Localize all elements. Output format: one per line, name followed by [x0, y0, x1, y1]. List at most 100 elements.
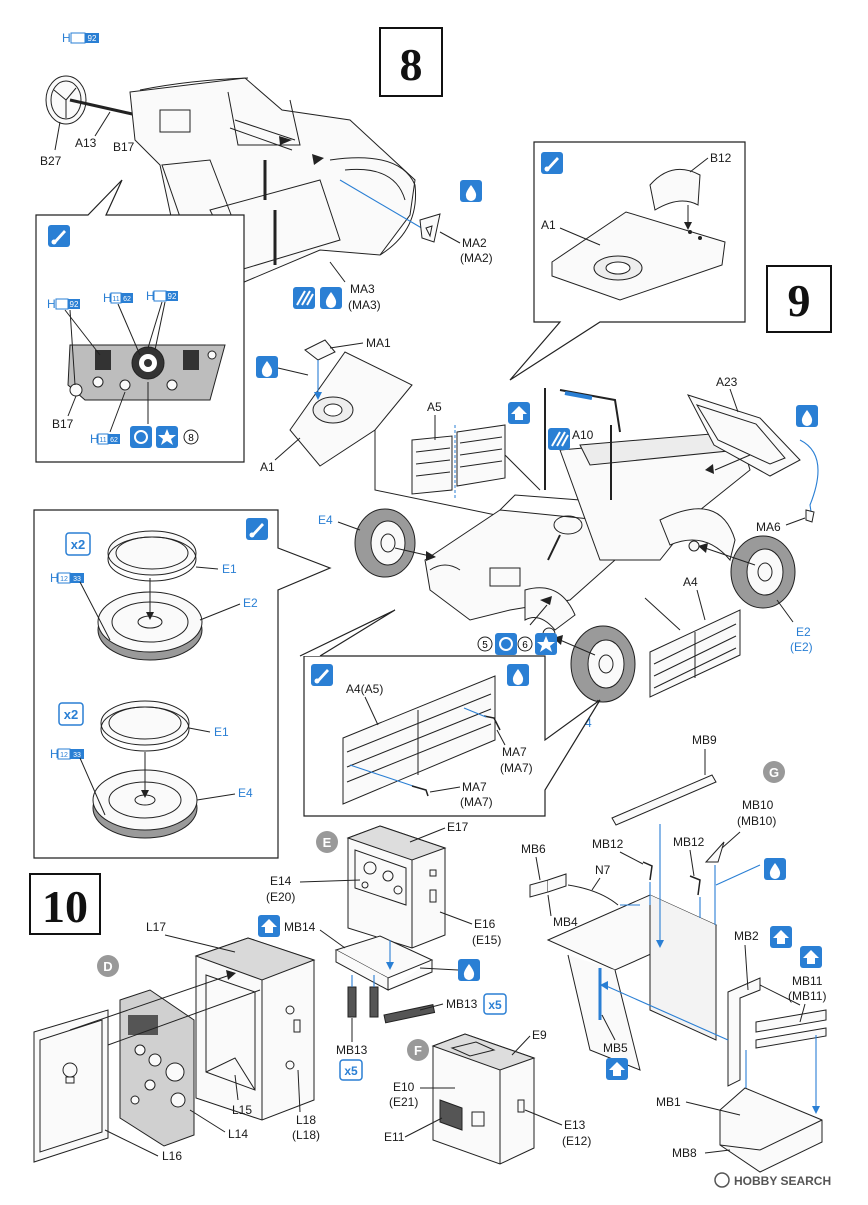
svg-text:62: 62	[110, 437, 118, 444]
label-mb6: MB6	[521, 842, 546, 856]
label-e16: E16	[474, 917, 496, 931]
label-a1-inset: A1	[541, 218, 556, 232]
paint-tag-h11-62-b: H 11 62	[90, 432, 120, 446]
watermark: HOBBY SEARCH	[714, 1172, 831, 1188]
svg-text:E: E	[323, 835, 332, 850]
svg-text:F: F	[414, 1043, 422, 1058]
wheel-front-right	[542, 625, 636, 703]
label-e1-a: E1	[222, 562, 237, 576]
label-e13: E13	[564, 1118, 586, 1132]
label-e11: E11	[384, 1130, 405, 1144]
svg-text:HOBBY SEARCH: HOBBY SEARCH	[734, 1174, 831, 1188]
svg-text:92: 92	[88, 34, 97, 43]
label-mb9: MB9	[692, 733, 717, 747]
label-mb8: MB8	[672, 1146, 697, 1160]
label-ma6: MA6	[756, 520, 781, 534]
step-8: 8 H 92 B27 A13 B17	[35, 27, 493, 463]
label-mb10: MB10	[742, 798, 774, 812]
label-ma3p: (MA3)	[348, 298, 381, 312]
label-e10: E10	[393, 1080, 415, 1094]
label-e4-inset: E4	[238, 786, 253, 800]
label-l17: L17	[146, 920, 166, 934]
paint-tag-h92: H 92	[62, 31, 99, 45]
label-a5: A5	[427, 400, 442, 414]
label-b17: B17	[113, 140, 135, 154]
step-8-box	[379, 27, 443, 97]
cabinet-l	[194, 937, 316, 1121]
label-e2-inset: E2	[243, 596, 258, 610]
glue-icon-4	[796, 405, 818, 427]
label-ma7p-a: (MA7)	[500, 761, 533, 775]
star-icon-2	[535, 633, 557, 655]
cement-icon-1	[508, 402, 530, 424]
label-ma1: MA1	[366, 336, 391, 350]
svg-text:92: 92	[168, 292, 177, 301]
label-mb10p: (MB10)	[737, 814, 776, 828]
paint-tag-h12-33-b: H 12 33	[50, 747, 84, 761]
sprue-letter-e: E	[316, 831, 338, 853]
label-mb5: MB5	[603, 1041, 628, 1055]
label-mb12-b: MB12	[673, 835, 705, 849]
label-mb13-b: MB13	[336, 1043, 368, 1057]
svg-text:x2: x2	[64, 707, 78, 722]
label-e14: E14	[270, 874, 292, 888]
label-e4-a: E4	[318, 513, 333, 527]
paint-icon-stripe	[293, 287, 315, 309]
mb-assembly	[529, 774, 827, 1173]
svg-text:33: 33	[73, 752, 81, 759]
decal-number-6: 6	[522, 640, 528, 651]
step-9-number: 9	[788, 275, 811, 326]
windshield-a23	[686, 394, 819, 519]
label-l14: L14	[228, 1127, 248, 1141]
label-ma2p: (MA2)	[460, 251, 493, 265]
grille-a5	[411, 424, 506, 500]
label-mb11: MB11	[792, 974, 823, 988]
x5-badge-1: x5	[483, 993, 507, 1015]
paint-icon-stripe-2	[548, 428, 570, 450]
svg-text:x5: x5	[488, 998, 502, 1012]
sprue-letter-g: G	[763, 761, 785, 783]
svg-text:12: 12	[60, 752, 68, 759]
label-e2: E2	[796, 625, 811, 639]
label-a10: A10	[572, 428, 594, 442]
label-mb2: MB2	[734, 929, 759, 943]
pads-mb13	[347, 975, 436, 1024]
label-l15: L15	[232, 1103, 252, 1117]
grille-a4	[649, 609, 741, 698]
label-l18: L18	[296, 1113, 316, 1127]
svg-text:H: H	[50, 747, 59, 761]
paint-tag-h92-b: H 92	[146, 289, 178, 303]
svg-text:92: 92	[70, 300, 79, 309]
label-b27: B27	[40, 154, 62, 168]
panel-l14	[119, 989, 195, 1147]
tray-mb14	[334, 935, 434, 991]
label-b17-inset: B17	[52, 417, 74, 431]
label-a4a5: A4(A5)	[346, 682, 383, 696]
floor-a1	[289, 339, 413, 467]
cement-icon-4	[800, 946, 822, 968]
svg-text:H: H	[103, 291, 112, 305]
step-9-box	[766, 265, 832, 333]
decal-number-5: 5	[482, 640, 488, 651]
part-ma2	[419, 213, 441, 243]
label-e9: E9	[532, 1028, 547, 1042]
label-e21p: (E21)	[389, 1095, 418, 1109]
label-e17: E17	[447, 820, 469, 834]
label-e2p: (E2)	[790, 640, 813, 654]
glue-icon-2	[320, 287, 342, 309]
svg-text:11: 11	[99, 437, 106, 444]
cement-icon-3	[770, 926, 792, 948]
label-a23: A23	[716, 375, 738, 389]
svg-text:x5: x5	[344, 1064, 358, 1078]
step-10-number: 10	[42, 881, 88, 932]
label-mb4: MB4	[553, 915, 578, 929]
label-mb1: MB1	[656, 1095, 681, 1109]
brush-icon-4	[246, 518, 268, 540]
glue-icon-6	[458, 959, 480, 981]
svg-text:33: 33	[73, 576, 81, 583]
brush-icon-3	[311, 664, 333, 686]
label-e12p: (E12)	[562, 1134, 591, 1148]
glue-icon-1	[460, 180, 482, 202]
svg-text:H: H	[146, 289, 155, 303]
